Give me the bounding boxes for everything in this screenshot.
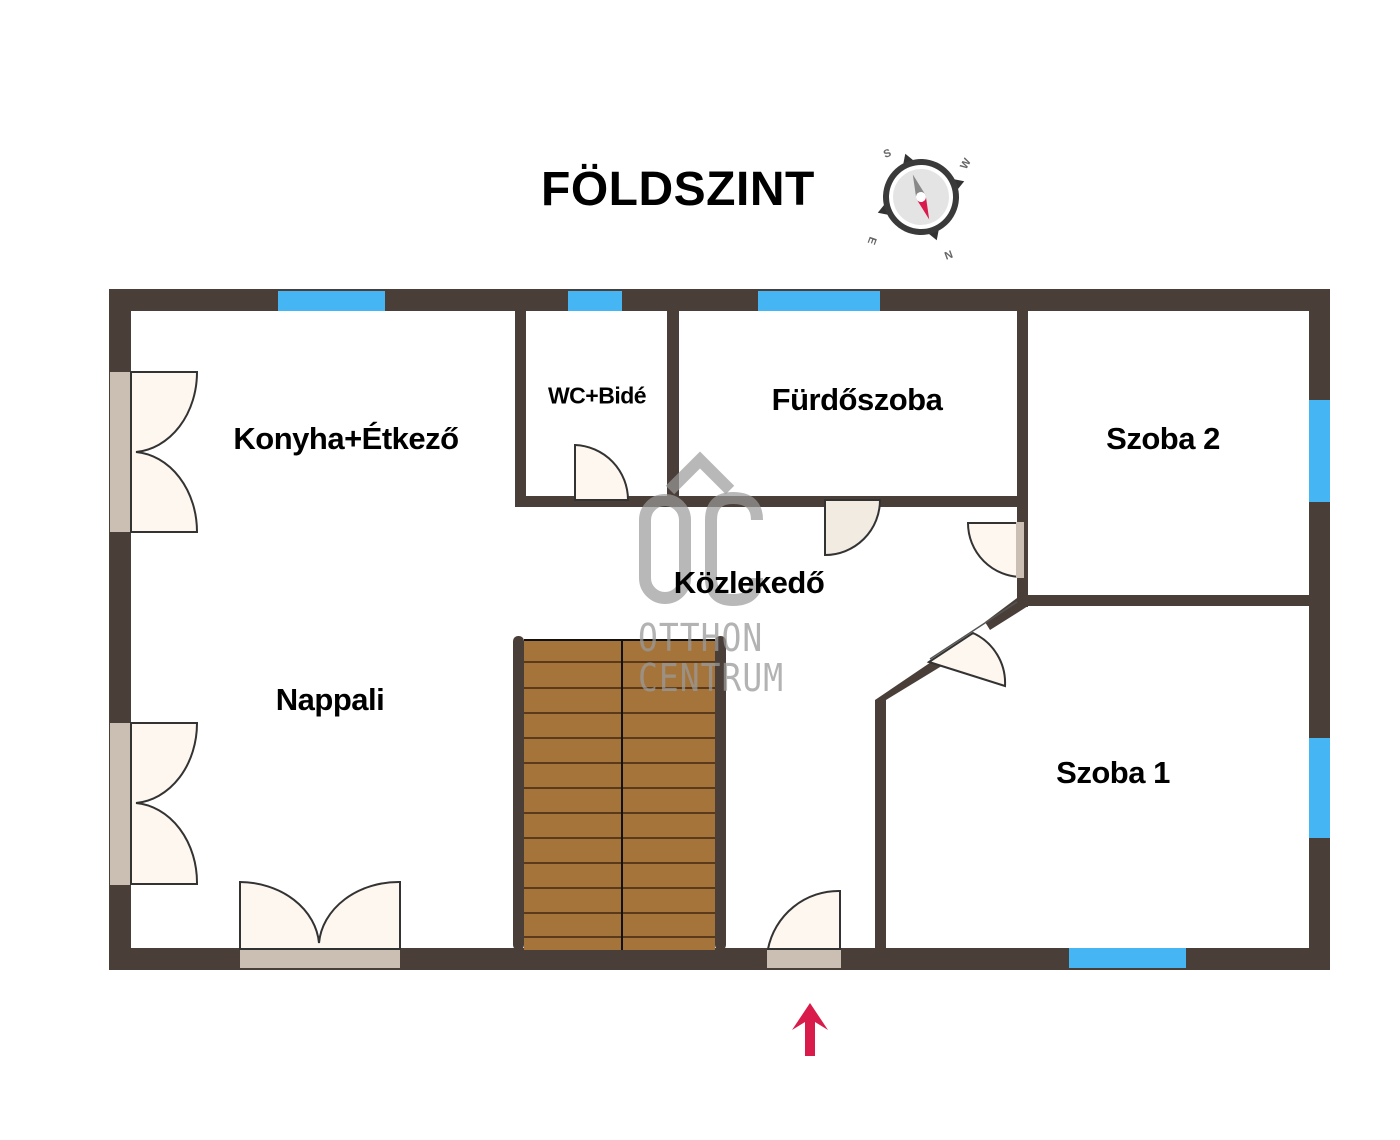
compass-south-label: S <box>882 147 893 161</box>
room1-door <box>926 631 1007 688</box>
doors <box>110 371 1024 968</box>
living-bottom-door <box>239 880 401 968</box>
staircase <box>524 639 715 950</box>
windows <box>278 291 1330 968</box>
kitchen-door <box>110 371 199 533</box>
room-label-szoba2: Szoba 2 <box>1106 421 1220 456</box>
room-label-konyha: Konyha+Étkező <box>233 421 459 456</box>
watermark-line2: CENTRUM <box>638 655 785 701</box>
compass-north-label: N <box>942 247 954 261</box>
compass-icon <box>877 153 965 241</box>
entrance-arrow-icon <box>792 1003 828 1056</box>
room-label-kozlekedo: Közlekedő <box>673 565 825 600</box>
room-label-furdo: Fürdőszoba <box>771 382 943 417</box>
room-label-wc: WC+Bidé <box>547 382 647 409</box>
watermark-line1: OTTHON <box>638 615 764 661</box>
bathroom-door <box>824 499 882 557</box>
compass-east-label: E <box>865 235 879 246</box>
page-title: FÖLDSZINT <box>541 163 815 216</box>
watermark-logo-icon <box>639 451 763 607</box>
room-label-szoba1: Szoba 1 <box>1056 755 1170 790</box>
entrance-door <box>766 889 841 968</box>
room-label-nappali: Nappali <box>275 682 385 717</box>
compass-west-label: W <box>958 156 974 172</box>
room2-door <box>966 522 1023 579</box>
living-side-door <box>110 722 199 885</box>
wc-door <box>574 443 630 501</box>
